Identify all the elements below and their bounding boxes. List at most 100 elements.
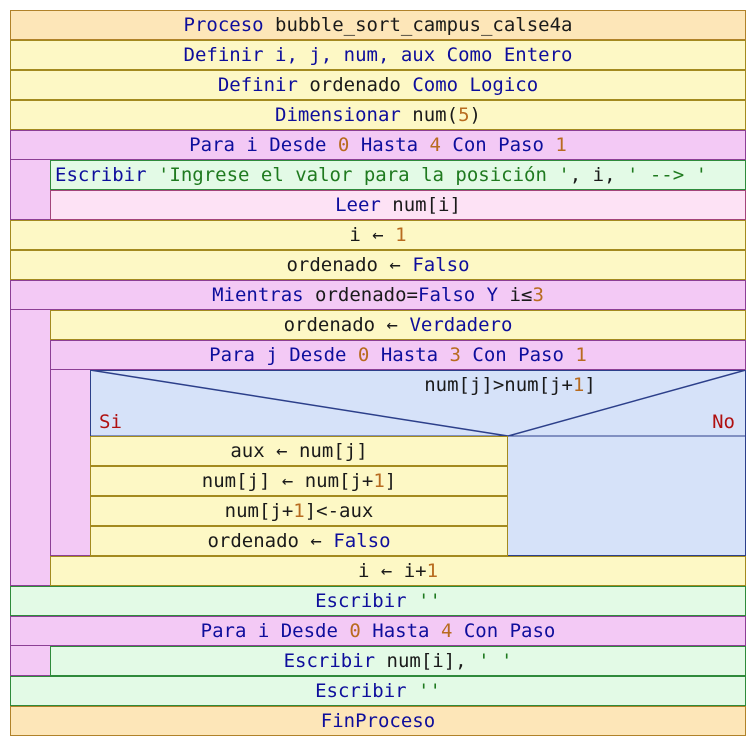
definir-variables-row[interactable]: Definir i, j, num, aux Como Entero <box>10 40 746 70</box>
ordenado-falso-row[interactable]: ordenado ← Falso <box>90 526 508 556</box>
mientras-header[interactable]: Mientras ordenado=Falso Y i≤3 <box>10 280 746 310</box>
number: 0 <box>357 344 370 366</box>
number: 1 <box>426 560 439 582</box>
keyword: Escribir <box>55 164 147 186</box>
string: 'Ingrese el valor para la posición ' <box>157 164 570 186</box>
keyword: Con Paso <box>452 134 544 156</box>
si-label: Si <box>99 411 122 433</box>
finproceso-footer[interactable]: FinProceso <box>10 706 746 736</box>
number: 3 <box>449 344 461 366</box>
number: 4 <box>440 620 453 642</box>
dimensionar-row[interactable]: Dimensionar num(5) <box>10 100 746 130</box>
string: ' --> ' <box>626 164 708 186</box>
no-label: No <box>712 411 735 433</box>
keyword: Verdadero <box>409 314 513 336</box>
keyword: Escribir <box>283 650 376 672</box>
space <box>418 134 429 156</box>
leer-row[interactable]: Leer num[i] <box>50 190 746 220</box>
variables: i, j, num, aux <box>263 44 447 66</box>
escribir-empty-row-1[interactable]: Escribir '' <box>10 586 746 616</box>
text: ordenado ← <box>286 254 413 276</box>
space <box>369 344 380 366</box>
text: num[j] ← num[j+ <box>201 470 374 492</box>
keyword: Escribir <box>315 680 407 702</box>
keyword: Dimensionar <box>275 104 401 126</box>
number: 1 <box>373 470 385 492</box>
keyword: Con Paso <box>463 620 556 642</box>
keyword: Desde <box>289 344 347 366</box>
keyword: Para <box>200 620 247 642</box>
number: 3 <box>532 284 544 306</box>
text: i <box>234 134 270 156</box>
text: i ← i+ <box>357 560 427 582</box>
space <box>564 344 575 366</box>
para-loop-1-header[interactable]: Para i Desde 0 Hasta 4 Con Paso 1 <box>10 130 746 160</box>
text: ordenado ← <box>283 314 410 336</box>
space <box>441 134 452 156</box>
space <box>429 620 440 642</box>
assign-ordenado-row[interactable]: ordenado ← Falso <box>10 250 746 280</box>
increment-i-row[interactable]: i ← i+1 <box>50 556 746 586</box>
keyword: Desde <box>269 134 327 156</box>
assign-i-row[interactable]: i ← 1 <box>10 220 746 250</box>
space <box>461 344 472 366</box>
text: i <box>246 620 281 642</box>
escribir-empty-row-2[interactable]: Escribir '' <box>10 676 746 706</box>
text: ]<-aux <box>304 500 374 522</box>
text: num( <box>400 104 459 126</box>
keyword: Con Paso <box>472 344 564 366</box>
keyword: Leer <box>335 194 381 216</box>
text: , i, <box>569 164 627 186</box>
string: '' <box>406 680 441 702</box>
escribir-num-row[interactable]: Escribir num[i], ' ' <box>50 646 746 676</box>
para-loop-3-header[interactable]: Para i Desde 0 Hasta 4 Con Paso <box>10 616 746 646</box>
aux-assign-row[interactable]: aux ← num[j] <box>90 436 508 466</box>
number: 1 <box>395 224 407 246</box>
string: '' <box>406 590 441 612</box>
number: 1 <box>555 134 567 156</box>
number: 1 <box>293 500 305 522</box>
keyword: Para <box>209 344 255 366</box>
space <box>346 344 357 366</box>
type: Como Entero <box>446 44 573 66</box>
type: Como Logico <box>412 74 539 96</box>
space <box>349 134 360 156</box>
definir-ordenado-row[interactable]: Definir ordenado Como Logico <box>10 70 746 100</box>
number: 0 <box>349 620 361 642</box>
space <box>452 620 463 642</box>
space <box>361 620 372 642</box>
keyword: Hasta <box>380 344 439 366</box>
keyword: Hasta <box>360 134 419 156</box>
keyword: Falso <box>333 530 391 552</box>
string: ' ' <box>478 650 513 672</box>
text: i ← <box>349 224 396 246</box>
keyword: Escribir <box>315 590 407 612</box>
keyword: Proceso <box>183 14 264 36</box>
para-loop-2-header[interactable]: Para j Desde 0 Hasta 3 Con Paso 1 <box>50 340 746 370</box>
keyword: Para <box>189 134 235 156</box>
text: aux ← num[j] <box>230 440 368 462</box>
space <box>475 284 486 306</box>
text: num[j+ <box>224 500 294 522</box>
space <box>338 620 349 642</box>
space <box>326 134 337 156</box>
keyword: Y <box>486 284 499 306</box>
swap2-row[interactable]: num[j+1]<-aux <box>90 496 508 526</box>
space <box>544 134 555 156</box>
text: ] <box>584 374 596 396</box>
number: 4 <box>429 134 441 156</box>
text: ) <box>469 104 481 126</box>
escribir-ingrese-row[interactable]: Escribir 'Ingrese el valor para la posic… <box>50 160 746 190</box>
text: num[i] <box>380 194 461 216</box>
keyword: Falso <box>412 254 470 276</box>
proceso-header[interactable]: Proceso bubble_sort_campus_calse4a <box>10 10 746 40</box>
variables: ordenado <box>297 74 413 96</box>
space <box>438 344 449 366</box>
swap1-row[interactable]: num[j] ← num[j+1] <box>90 466 508 496</box>
keyword: Mientras <box>212 284 304 306</box>
keyword: Definir <box>217 74 298 96</box>
text: num[j]>num[j+ <box>424 374 573 396</box>
text: i≤ <box>498 284 533 306</box>
ordenado-verdadero-row[interactable]: ordenado ← Verdadero <box>50 310 746 340</box>
keyword: Falso <box>418 284 476 306</box>
